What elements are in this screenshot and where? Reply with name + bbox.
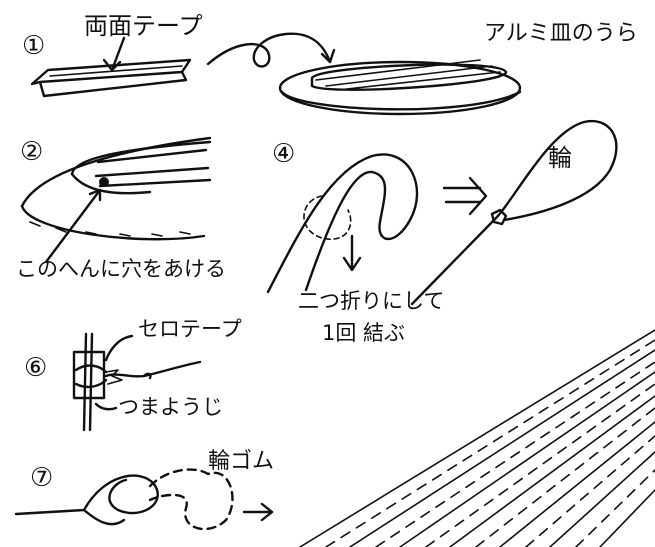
string-lines-drawing	[299, 329, 655, 547]
fold-label-line-1: 二つ折りにして	[298, 289, 444, 313]
cellotape-pointer	[104, 334, 134, 362]
cellotape-label: セロテープ	[138, 317, 242, 341]
tape-pointer-arrow	[102, 36, 126, 72]
toothpick-label: つまようじ	[118, 395, 223, 419]
rubber-band-drawing	[14, 468, 274, 531]
aluminum-plate-drawing	[278, 59, 522, 116]
hole-label: このへんに穴をあける	[16, 257, 226, 281]
ring-knot-drawing	[410, 119, 618, 306]
double-sided-tape-drawing	[30, 58, 192, 98]
loop-arrow	[206, 32, 336, 68]
step-1: ① 両面テープ アルミ皿のうら	[22, 12, 638, 116]
plate-edge-drawing	[20, 136, 212, 241]
toothpick-drawing	[72, 332, 202, 432]
step-7: ⑦ 輪ゴム	[14, 449, 274, 531]
hole-pointer-arrow	[44, 188, 102, 264]
step-4: ④ 二つ折りにして 1回 結ぶ 輪	[266, 119, 618, 345]
right-arrow	[442, 176, 488, 216]
step-7-number: ⑦	[30, 463, 53, 493]
hole-marker	[99, 177, 109, 187]
toothpick-pointer	[94, 402, 118, 411]
string-fold-drawing	[266, 153, 419, 294]
plate-back-label: アルミ皿のうら	[484, 21, 638, 46]
step-2: ② このへんに穴をあける	[16, 136, 226, 281]
step-4-number: ④	[272, 139, 295, 169]
step-1-number: ①	[22, 31, 45, 61]
step-6-number: ⑥	[24, 353, 47, 383]
step-2-number: ②	[20, 137, 43, 167]
ring-label: 輪	[548, 144, 572, 172]
step-6: ⑥ セロテープ つまようじ	[24, 317, 242, 432]
rubber-band-label: 輪ゴム	[208, 449, 274, 474]
tape-label: 両面テープ	[84, 12, 203, 40]
fold-label-line-2: 1回 結ぶ	[322, 321, 405, 345]
